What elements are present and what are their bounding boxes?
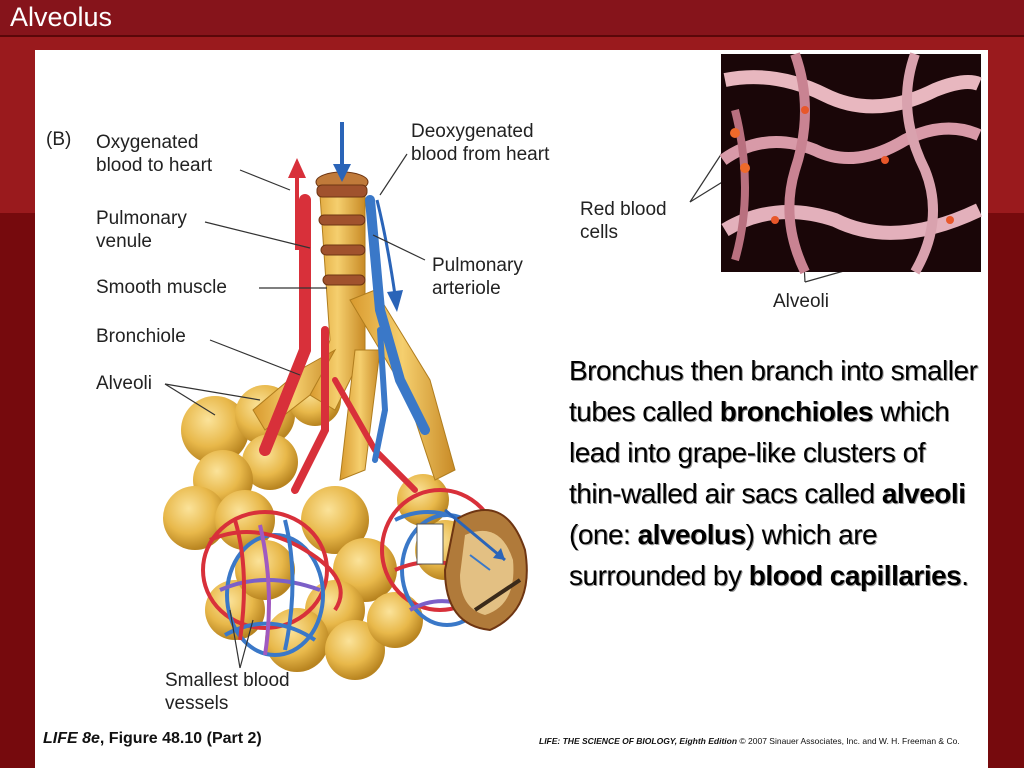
capillary-network-left (201, 510, 343, 657)
body-text-part: which lead into grape-like clusters of t… (569, 396, 950, 509)
title-bar (0, 0, 1024, 37)
slide-content: (B) Oxygenated blood to heart Deoxygenat… (35, 50, 988, 768)
book-title: LIFE: THE SCIENCE OF BIOLOGY, Eighth Edi… (539, 736, 738, 746)
label-bronchiole: Bronchiole (96, 326, 186, 347)
label-alveoli: Alveoli (96, 373, 152, 394)
label-oxygenated-blood: Oxygenated blood to heart (96, 132, 213, 176)
panel-label: (B) (46, 129, 72, 150)
label-pulmonary-arteriole: Pulmonary arteriole (432, 255, 523, 299)
blood-flow-arrows (288, 122, 403, 312)
label-deoxygenated-blood: Deoxygenated blood from heart (411, 121, 550, 165)
term-bronchioles: bronchioles (719, 396, 874, 427)
book-edition: LIFE 8e (43, 730, 100, 747)
slide-title: Alveolus (10, 2, 113, 32)
figure-citation: LIFE 8e, Figure 48.10 (Part 2) (43, 730, 262, 748)
body-text-part: . (961, 560, 969, 591)
term-alveolus: alveolus (637, 519, 747, 550)
body-text-part: (one: (569, 519, 638, 550)
pulmonary-arteriole (365, 195, 430, 463)
label-red-blood-cells: Red blood cells (580, 199, 667, 243)
label-micrograph-alveoli: Alveoli (773, 291, 829, 312)
copyright-text: © 2007 Sinauer Associates, Inc. and W. H… (737, 736, 960, 746)
body-paragraph: Bronchus then branch into smaller tubes … (569, 350, 979, 596)
label-leader-lines (164, 132, 866, 669)
label-smooth-muscle: Smooth muscle (96, 277, 227, 298)
term-blood-capillaries: blood capillaries (748, 560, 962, 591)
body-text-part: Bronchus then branch into smaller tubes … (569, 355, 978, 427)
cutaway-alveolus (416, 508, 528, 632)
alveoli-micrograph (719, 52, 983, 275)
label-smallest-blood-vessels: Smallest blood vessels (165, 670, 290, 714)
copyright-notice: LIFE: THE SCIENCE OF BIOLOGY, Eighth Edi… (539, 736, 960, 746)
label-pulmonary-venule: Pulmonary venule (96, 208, 187, 252)
figure-number: , Figure 48.10 (Part 2) (99, 730, 262, 747)
body-text-part: ) which are surrounded by (569, 519, 878, 591)
bronchiole-alveoli-diagram (163, 52, 983, 680)
term-alveoli: alveoli (881, 478, 966, 509)
